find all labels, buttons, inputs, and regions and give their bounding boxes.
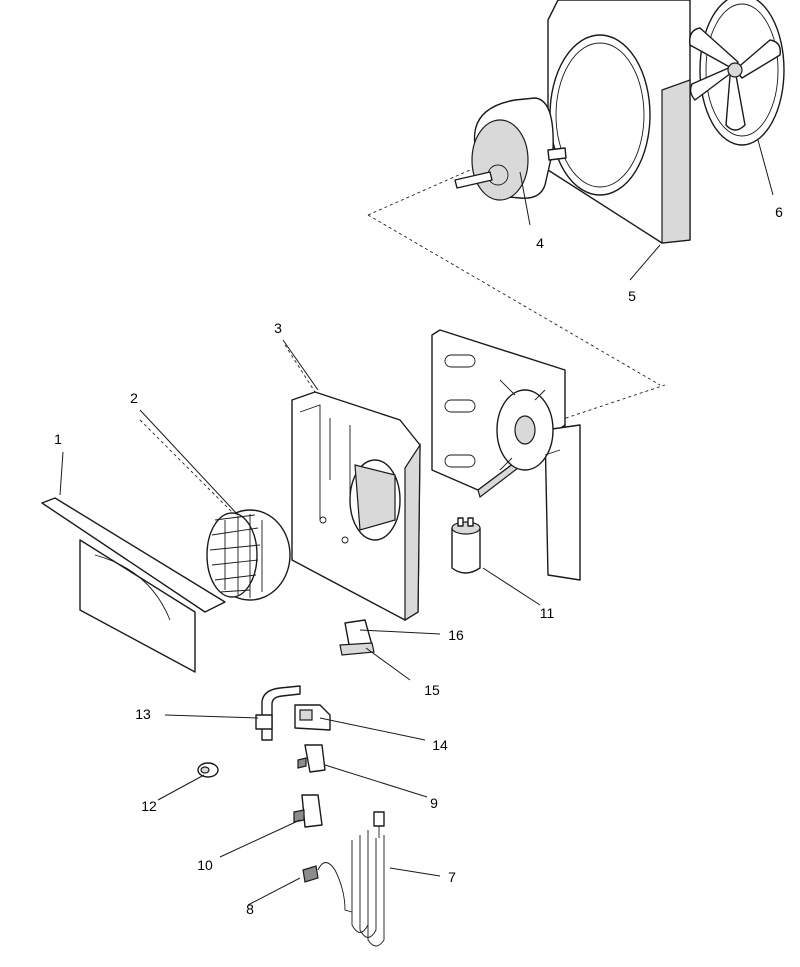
thermostat	[293, 794, 323, 828]
callout-11: 11	[540, 605, 555, 621]
callout-10: 10	[197, 857, 213, 873]
callout-1: 1	[54, 431, 62, 447]
callout-6: 6	[775, 204, 783, 220]
relay	[294, 704, 331, 731]
thermostat-bracket	[255, 685, 301, 741]
switch-clip	[339, 619, 375, 656]
alignment-line-scroll	[284, 344, 316, 393]
callout-8: 8	[246, 901, 254, 917]
callout-9: 9	[430, 795, 438, 811]
callout-2: 2	[130, 390, 138, 406]
callout-13: 13	[135, 706, 151, 722]
callout-14: 14	[432, 737, 448, 753]
callout-15: 15	[424, 682, 440, 698]
leader-lines	[59, 139, 774, 906]
alignment-line-bracket	[559, 384, 666, 421]
top-cover	[41, 497, 226, 673]
capacitor	[451, 517, 481, 574]
callout-12: 12	[141, 798, 157, 814]
blower-wheel	[206, 509, 291, 601]
blower-scroll-housing	[291, 391, 421, 622]
heater-element	[351, 811, 385, 947]
fan-blade	[689, 0, 785, 146]
callout-7: 7	[448, 869, 456, 885]
control-knob	[197, 762, 219, 778]
callout-16: 16	[448, 627, 464, 643]
callout-4: 4	[536, 235, 544, 251]
wire-harness	[302, 862, 353, 913]
alignment-line-shroud	[367, 214, 661, 386]
selector-switch	[297, 744, 326, 773]
fan-shroud-panel	[547, 0, 691, 244]
callout-5: 5	[628, 288, 636, 304]
callout-3: 3	[274, 320, 282, 336]
motor-mount-bracket	[431, 329, 581, 581]
alignment-line-blower	[139, 419, 241, 521]
fan-motor	[454, 97, 567, 201]
